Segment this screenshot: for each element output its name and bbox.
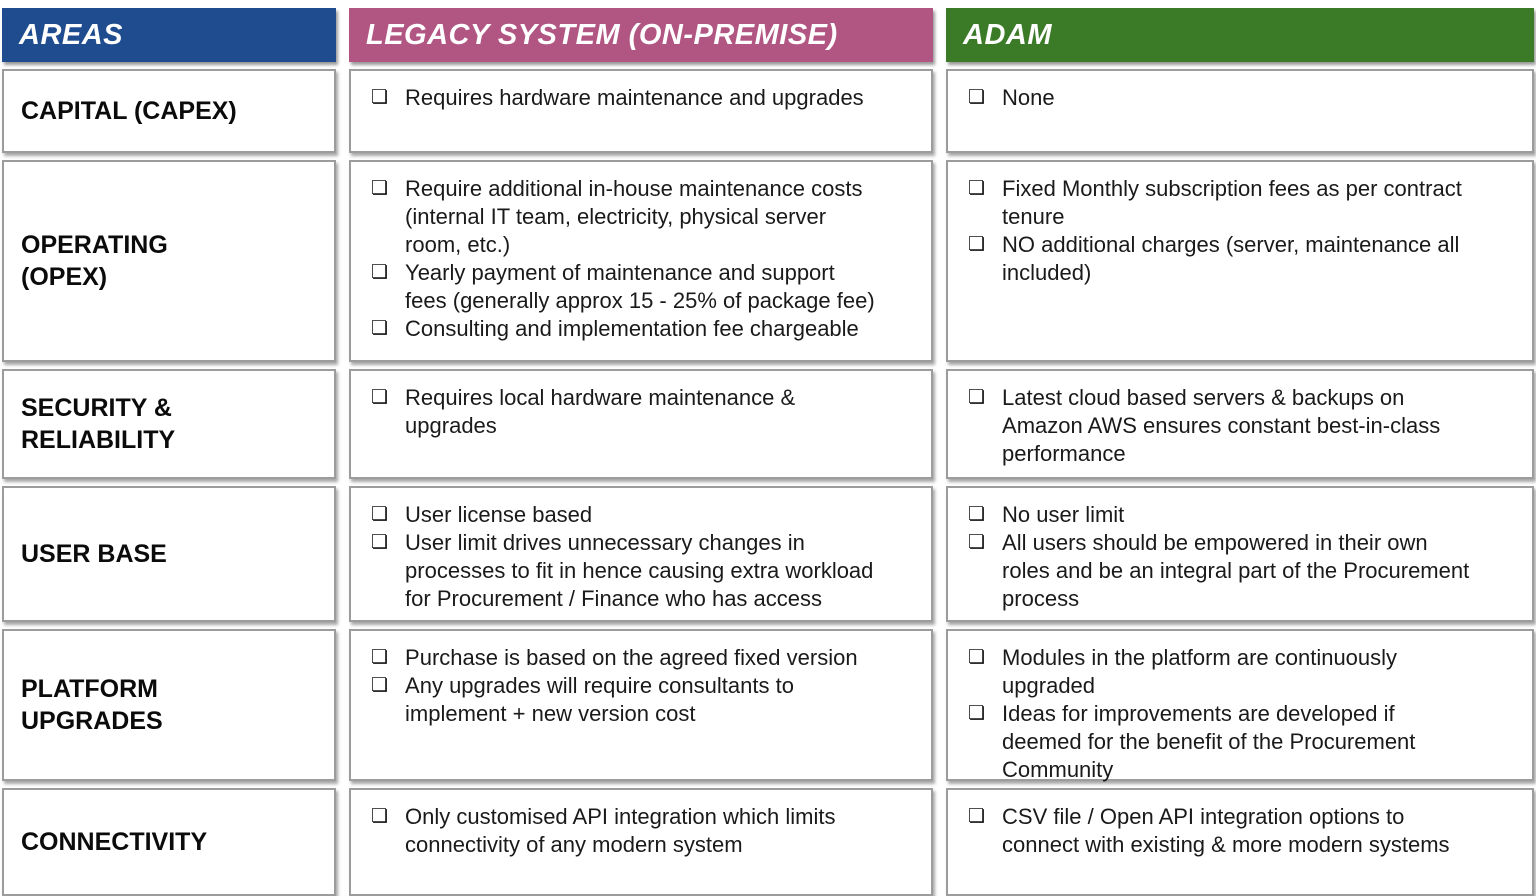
checkbox-bullet-icon: ❏ — [371, 532, 389, 553]
list-item: ❏ NO additional charges (server, mainten… — [968, 231, 1480, 287]
checkbox-bullet-icon: ❏ — [371, 178, 389, 199]
adam-cell-operating-opex: ❏ Fixed Monthly subscription fees as per… — [946, 160, 1534, 362]
column-header-legacy-system-label: LEGACY SYSTEM (ON-PREMISE) — [366, 18, 838, 51]
checkbox-bullet-icon: ❏ — [371, 262, 389, 283]
area-cell-user-base: USER BASE — [2, 486, 336, 622]
bullet-text: No user limit — [1002, 502, 1125, 527]
bullet-text: Requires hardware maintenance and upgrad… — [405, 85, 864, 110]
bullet-text: Latest cloud based servers & backups on … — [1002, 385, 1441, 466]
legacy-cell-capital-capex: ❏ Requires hardware maintenance and upgr… — [349, 69, 933, 153]
area-cell-platform-upgrades: PLATFORM UPGRADES — [2, 629, 336, 781]
bullet-text: None — [1002, 85, 1055, 110]
checkbox-bullet-icon: ❏ — [371, 675, 389, 696]
bullet-text: Purchase is based on the agreed fixed ve… — [405, 645, 858, 670]
checkbox-bullet-icon: ❏ — [371, 647, 389, 668]
checkbox-bullet-icon: ❏ — [968, 703, 986, 724]
legacy-cell-platform-upgrades: ❏ Purchase is based on the agreed fixed … — [349, 629, 933, 781]
bullet-text: Yearly payment of maintenance and suppor… — [405, 260, 875, 313]
list-item: ❏ None — [968, 84, 1480, 112]
checkbox-bullet-icon: ❏ — [968, 806, 986, 827]
adam-cell-capital-capex: ❏ None — [946, 69, 1534, 153]
list-item: ❏ Ideas for improvements are developed i… — [968, 700, 1480, 784]
checkbox-bullet-icon: ❏ — [968, 234, 986, 255]
list-item: ❏ All users should be empowered in their… — [968, 529, 1480, 613]
bullet-text: Fixed Monthly subscription fees as per c… — [1002, 176, 1462, 229]
area-cell-capital-capex: CAPITAL (CAPEX) — [2, 69, 336, 153]
checkbox-bullet-icon: ❏ — [968, 504, 986, 525]
legacy-cell-user-base: ❏ User license based ❏ User limit drives… — [349, 486, 933, 622]
list-item: ❏ Requires local hardware maintenance & … — [371, 384, 879, 440]
bullet-text: Consulting and implementation fee charge… — [405, 316, 859, 341]
list-item: ❏ Require additional in-house maintenanc… — [371, 175, 879, 259]
list-item: ❏ No user limit — [968, 501, 1480, 529]
adam-cell-user-base: ❏ No user limit ❏ All users should be em… — [946, 486, 1534, 622]
column-header-areas: AREAS — [2, 8, 336, 62]
list-item: ❏ Any upgrades will require consultants … — [371, 672, 879, 728]
bullet-text: Requires local hardware maintenance & up… — [405, 385, 796, 438]
bullet-text: User license based — [405, 502, 593, 527]
checkbox-bullet-icon: ❏ — [371, 387, 389, 408]
area-cell-security-reliability: SECURITY & RELIABILITY — [2, 369, 336, 479]
list-item: ❏ Yearly payment of maintenance and supp… — [371, 259, 879, 315]
checkbox-bullet-icon: ❏ — [968, 387, 986, 408]
bullet-text: CSV file / Open API integration options … — [1002, 804, 1450, 857]
column-header-areas-label: AREAS — [19, 18, 124, 51]
list-item: ❏ Modules in the platform are continuous… — [968, 644, 1480, 700]
bullet-text: Ideas for improvements are developed if … — [1002, 701, 1416, 782]
list-item: ❏ User license based — [371, 501, 879, 529]
list-item: ❏ Consulting and implementation fee char… — [371, 315, 879, 343]
checkbox-bullet-icon: ❏ — [371, 504, 389, 525]
checkbox-bullet-icon: ❏ — [371, 806, 389, 827]
legacy-cell-connectivity: ❏ Only customised API integration which … — [349, 788, 933, 896]
adam-cell-connectivity: ❏ CSV file / Open API integration option… — [946, 788, 1534, 896]
adam-cell-platform-upgrades: ❏ Modules in the platform are continuous… — [946, 629, 1534, 784]
column-header-adam: ADAM — [946, 8, 1534, 62]
bullet-text: Modules in the platform are continuously… — [1002, 645, 1398, 698]
list-item: ❏ Purchase is based on the agreed fixed … — [371, 644, 879, 672]
legacy-cell-security-reliability: ❏ Requires local hardware maintenance & … — [349, 369, 933, 479]
list-item: ❏ Requires hardware maintenance and upgr… — [371, 84, 879, 112]
bullet-text: Only customised API integration which li… — [405, 804, 836, 857]
bullet-text: NO additional charges (server, maintenan… — [1002, 232, 1460, 285]
checkbox-bullet-icon: ❏ — [968, 87, 986, 108]
area-cell-operating-opex: OPERATING (OPEX) — [2, 160, 336, 362]
checkbox-bullet-icon: ❏ — [371, 87, 389, 108]
list-item: ❏ User limit drives unnecessary changes … — [371, 529, 879, 613]
adam-cell-security-reliability: ❏ Latest cloud based servers & backups o… — [946, 369, 1534, 479]
list-item: ❏ CSV file / Open API integration option… — [968, 803, 1480, 859]
checkbox-bullet-icon: ❏ — [968, 647, 986, 668]
checkbox-bullet-icon: ❏ — [968, 178, 986, 199]
list-item: ❏ Fixed Monthly subscription fees as per… — [968, 175, 1480, 231]
bullet-text: User limit drives unnecessary changes in… — [405, 530, 874, 611]
legacy-cell-operating-opex: ❏ Require additional in-house maintenanc… — [349, 160, 933, 362]
list-item: ❏ Only customised API integration which … — [371, 803, 879, 859]
checkbox-bullet-icon: ❏ — [968, 532, 986, 553]
bullet-text: Any upgrades will require consultants to… — [405, 673, 794, 726]
area-cell-connectivity: CONNECTIVITY — [2, 788, 336, 896]
column-header-legacy-system: LEGACY SYSTEM (ON-PREMISE) — [349, 8, 933, 62]
column-header-adam-label: ADAM — [963, 18, 1052, 51]
bullet-text: Require additional in-house maintenance … — [405, 176, 863, 257]
list-item: ❏ Latest cloud based servers & backups o… — [968, 384, 1480, 468]
bullet-text: All users should be empowered in their o… — [1002, 530, 1470, 611]
checkbox-bullet-icon: ❏ — [371, 318, 389, 339]
